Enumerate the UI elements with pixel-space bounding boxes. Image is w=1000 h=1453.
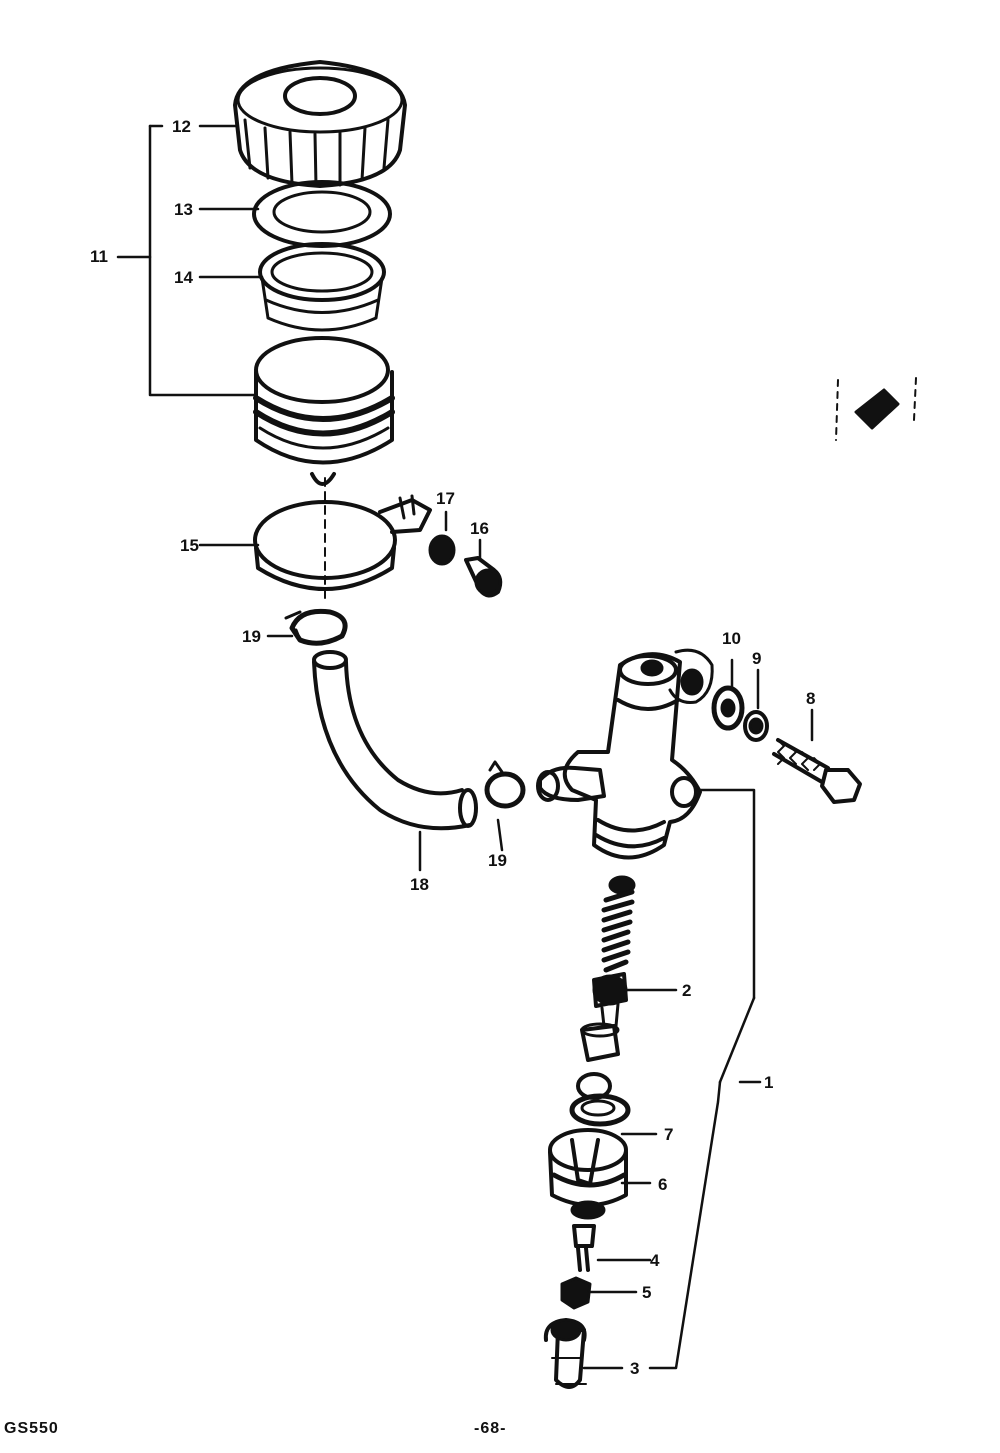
- master-cylinder-body: [536, 648, 714, 860]
- push-rod: [572, 1224, 596, 1272]
- callout-16: 16: [470, 519, 489, 538]
- reference-fragment: [835, 377, 917, 441]
- callout-15: 15: [180, 536, 199, 555]
- callout-18: 18: [410, 875, 429, 894]
- clamp-nut: [428, 534, 456, 566]
- callout-2: 2: [682, 981, 691, 1000]
- washer-10: [711, 685, 745, 731]
- callout-11: 11: [90, 247, 108, 266]
- callout-labels: 1 2 3 4 5 6 7 8 9 10 11 12 13 14 15 16 1…: [90, 117, 815, 1378]
- callout-7: 7: [664, 1125, 673, 1144]
- callout-17: 17: [436, 489, 455, 508]
- lock-nut: [560, 1276, 592, 1310]
- return-spring: [601, 875, 636, 973]
- primary-cup: [580, 1022, 620, 1062]
- dust-boot: [548, 1128, 628, 1220]
- callout-4: 4: [650, 1251, 660, 1270]
- callout-1: 1: [764, 1073, 773, 1092]
- cap-gasket: [252, 180, 392, 248]
- circlip: [569, 1093, 631, 1127]
- clevis: [543, 1318, 587, 1389]
- callout-10: 10: [722, 629, 741, 648]
- callout-9: 9: [752, 649, 761, 668]
- washer-9: [743, 710, 769, 742]
- callout-3: 3: [630, 1359, 639, 1378]
- callout-8: 8: [806, 689, 815, 708]
- leader-lines: [116, 124, 814, 1370]
- hose-clip-upper: [284, 608, 348, 646]
- hose-clip-lower: [484, 760, 526, 809]
- callout-12: 12: [172, 117, 191, 136]
- page-number: -68-: [474, 1420, 507, 1437]
- reservoir-clamp: [253, 494, 432, 591]
- callout-13: 13: [174, 200, 193, 219]
- reservoir-body: [253, 336, 395, 486]
- callout-14: 14: [174, 268, 193, 287]
- callout-6: 6: [658, 1175, 667, 1194]
- callout-19-upper: 19: [242, 627, 261, 646]
- diaphragm: [258, 242, 386, 332]
- piston-assembly: [592, 972, 628, 1028]
- callout-19-lower: 19: [488, 851, 507, 870]
- callout-5: 5: [642, 1283, 651, 1302]
- reservoir-cap: [233, 60, 407, 188]
- union-bolt: [772, 738, 862, 804]
- reservoir-hose: [312, 650, 478, 831]
- clamp-screw: [464, 556, 503, 598]
- model-code: GS550: [4, 1420, 59, 1437]
